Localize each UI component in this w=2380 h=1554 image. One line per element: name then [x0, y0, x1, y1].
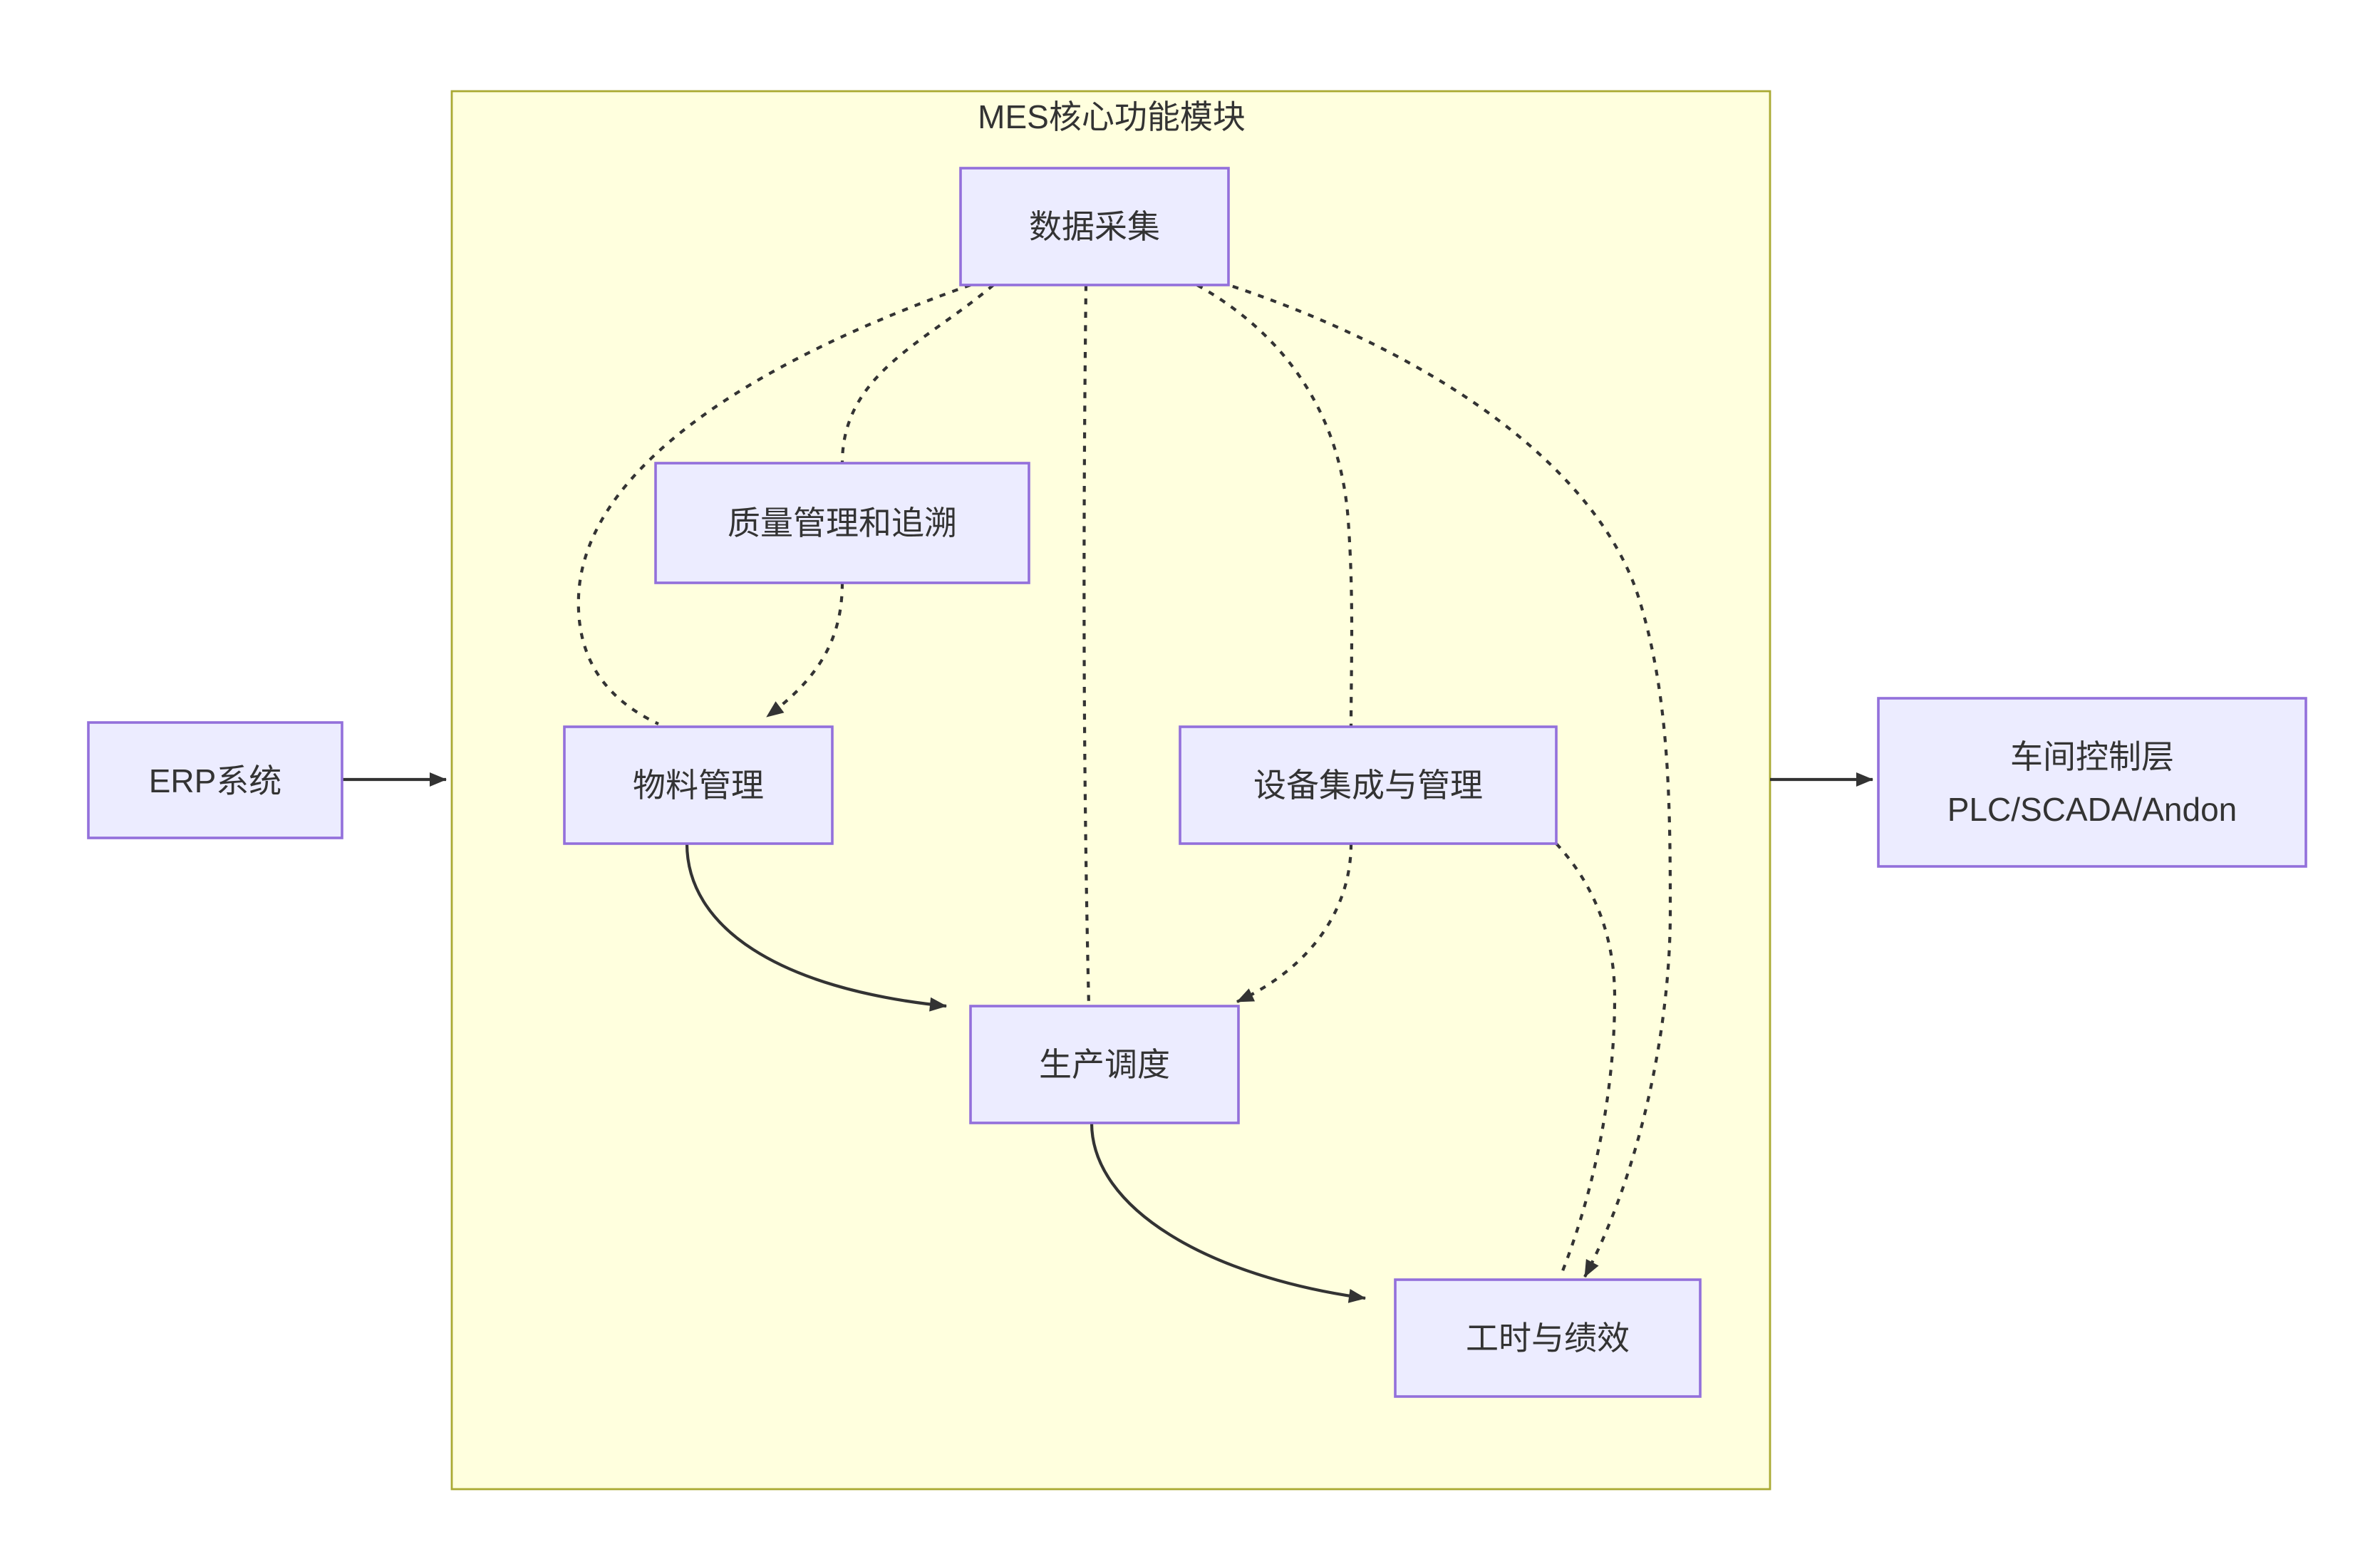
edge-layer: [342, 281, 1873, 1303]
edge-equipment-to-labor: [1555, 842, 1617, 1273]
node-equipment-box: [1179, 725, 1558, 845]
node-data-collection-label: 数据采集: [1029, 208, 1160, 245]
edge-data-collection-to-labor: [1219, 281, 1672, 1278]
node-shopfloor-box: [1877, 697, 2307, 868]
node-scheduling-label: 生产调度: [1039, 1046, 1170, 1083]
edge-data-collection-to-equipment: [1196, 284, 1354, 727]
mes-cluster-title: MES核心功能模块: [978, 98, 1246, 135]
node-scheduling: 生产调度: [969, 1005, 1240, 1124]
node-material-label: 物料管理: [633, 767, 764, 804]
edge-data-collection-to-material: [576, 284, 971, 725]
node-shopfloor-control: 车间控制层 PLC/SCADA/Andon: [1877, 697, 2307, 868]
node-equipment: 设备集成与管理: [1179, 725, 1558, 845]
node-layer: 数据采集 质量管理和追溯 物料管理 设备集成与管理 生产调度 工时与绩效: [87, 167, 2307, 1398]
node-labor-box: [1394, 1278, 1702, 1398]
edge-scheduling-to-labor: [1090, 1122, 1366, 1303]
node-quality-box: [654, 462, 1030, 584]
edge-material-to-scheduling: [685, 843, 947, 1012]
node-data-collection-box: [959, 167, 1230, 286]
node-shopfloor-label-line1: 车间控制层: [2010, 738, 2174, 775]
node-erp: ERP系统: [87, 721, 343, 839]
edge-quality-to-material: [765, 582, 844, 718]
node-labor: 工时与绩效: [1394, 1278, 1702, 1398]
node-labor-label: 工时与绩效: [1466, 1320, 1630, 1357]
node-shopfloor-label-line2: PLC/SCADA/Andon: [1947, 791, 2237, 828]
node-material-box: [563, 725, 834, 845]
node-erp-box: [87, 721, 343, 839]
node-erp-label: ERP系统: [149, 762, 282, 799]
node-scheduling-box: [969, 1005, 1240, 1124]
edge-equipment-to-scheduling: [1236, 843, 1353, 1003]
node-equipment-label: 设备集成与管理: [1253, 767, 1483, 804]
node-quality: 质量管理和追溯: [654, 462, 1030, 584]
node-quality-label: 质量管理和追溯: [728, 504, 957, 542]
edge-data-collection-to-scheduling: [1082, 284, 1091, 1007]
node-data-collection: 数据采集: [959, 167, 1230, 286]
node-material: 物料管理: [563, 725, 834, 845]
